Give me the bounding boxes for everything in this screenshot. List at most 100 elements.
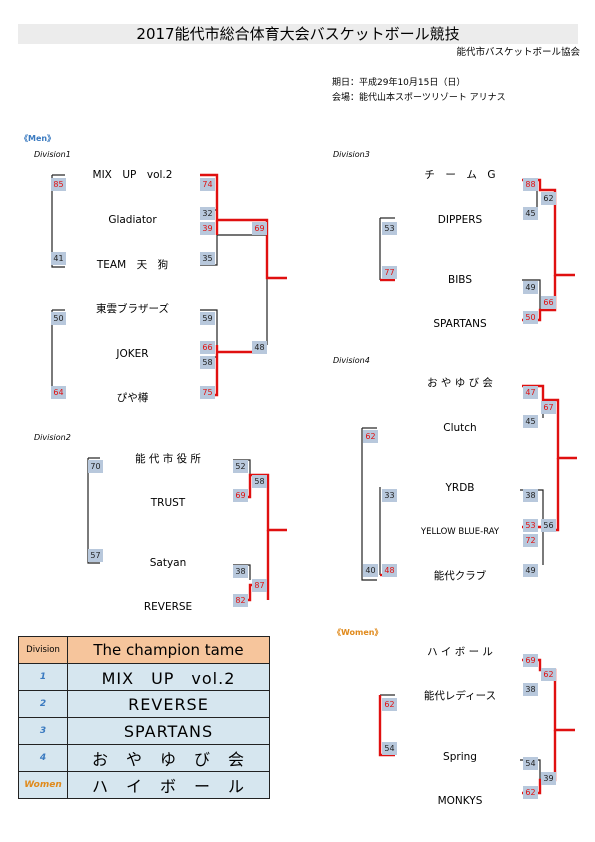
champion-table: Division The champion tame 1 MIX UP vol.…: [18, 636, 270, 799]
champion-team: お や ゆ び 会: [67, 744, 270, 772]
score-box: 64: [51, 386, 66, 399]
score-box: 62: [382, 698, 397, 711]
champion-row: Women ハ イ ボ ー ル: [18, 771, 270, 799]
champion-header-division: Division: [18, 636, 68, 664]
score-box: 53: [523, 519, 538, 532]
women-label: 《Women》: [333, 628, 383, 637]
score-box: 58: [200, 356, 215, 369]
team-name: 東雲ブラザーズ: [96, 303, 169, 315]
team-name: DIPPERS: [437, 214, 483, 226]
score-box: 57: [88, 549, 103, 562]
score-box: 70: [88, 460, 103, 473]
team-name: MONKYS: [437, 795, 483, 807]
score-box: 62: [541, 192, 556, 205]
score-box: 39: [541, 772, 556, 785]
team-name: 能 代 市 役 所: [135, 453, 201, 465]
score-box: 82: [233, 594, 248, 607]
score-box: 53: [382, 222, 397, 235]
team-name: YRDB: [445, 482, 475, 494]
score-box: 54: [523, 757, 538, 770]
team-name: REVERSE: [143, 601, 193, 613]
score-box: 45: [523, 207, 538, 220]
division2-label: Division2: [34, 433, 71, 442]
score-box: 39: [200, 222, 215, 235]
score-box: 62: [523, 786, 538, 799]
division4-label: Division4: [333, 356, 370, 365]
score-box: 38: [233, 565, 248, 578]
team-name: ハ イ ボ ー ル: [427, 646, 493, 658]
score-box: 50: [51, 312, 66, 325]
team-name: YELLOW BLUE-RAY: [420, 527, 500, 537]
score-box: 69: [523, 654, 538, 667]
champion-row: 2 REVERSE: [18, 690, 270, 718]
champion-row: 4 お や ゆ び 会: [18, 744, 270, 772]
champion-row: 1 MIX UP vol.2: [18, 663, 270, 691]
score-box: 75: [200, 386, 215, 399]
score-box: 62: [363, 430, 378, 443]
score-box: 85: [51, 178, 66, 191]
score-box: 38: [523, 683, 538, 696]
team-name: Spring: [443, 751, 477, 763]
division3-label: Division3: [333, 150, 370, 159]
team-name: SPARTANS: [433, 318, 487, 330]
score-box: 62: [541, 668, 556, 681]
score-box: 56: [541, 519, 556, 532]
score-box: 32: [200, 207, 215, 220]
score-box: 35: [200, 252, 215, 265]
organizer: 能代市バスケットボール協会: [456, 47, 580, 58]
champion-team: SPARTANS: [67, 717, 270, 745]
score-box: 69: [233, 489, 248, 502]
champion-row: 3 SPARTANS: [18, 717, 270, 745]
team-name: ぴや樽: [116, 392, 149, 404]
team-name: TEAM 天 狗: [96, 259, 169, 271]
score-box: 72: [523, 534, 538, 547]
score-box: 33: [382, 489, 397, 502]
team-name: Satyan: [149, 557, 187, 569]
score-box: 66: [200, 341, 215, 354]
team-name: 能代クラブ: [433, 570, 487, 582]
score-box: 87: [252, 579, 267, 592]
score-box: 41: [51, 252, 66, 265]
score-box: 45: [523, 415, 538, 428]
score-box: 47: [523, 386, 538, 399]
champion-team: REVERSE: [67, 690, 270, 718]
score-box: 77: [382, 266, 397, 279]
champion-division: 2: [18, 690, 68, 718]
team-name: チ ー ム G: [424, 169, 496, 181]
champion-division: 1: [18, 663, 68, 691]
score-box: 49: [523, 564, 538, 577]
team-name: 能代レディース: [423, 690, 497, 702]
division1-label: Division1: [34, 150, 71, 159]
team-name: BIBS: [448, 274, 472, 286]
score-box: 66: [541, 296, 556, 309]
team-name: JOKER: [116, 348, 149, 360]
score-box: 48: [252, 341, 267, 354]
team-name: Clutch: [443, 422, 477, 434]
score-box: 67: [541, 401, 556, 414]
score-box: 58: [252, 475, 267, 488]
score-box: 54: [382, 742, 397, 755]
event-date: 期日：平成29年10月15日（日）: [332, 78, 466, 88]
score-box: 88: [523, 178, 538, 191]
champion-header-title: The champion tame: [67, 636, 270, 664]
men-label: 《Men》: [20, 134, 56, 143]
score-box: 69: [252, 222, 267, 235]
score-box: 74: [200, 178, 215, 191]
score-box: 49: [523, 281, 538, 294]
champion-team: ハ イ ボ ー ル: [67, 771, 270, 799]
team-name: TRUST: [150, 497, 186, 509]
score-box: 59: [200, 312, 215, 325]
score-box: 52: [233, 460, 248, 473]
champion-division: 4: [18, 744, 68, 772]
team-name: MIX UP vol.2: [92, 169, 173, 181]
team-name: お や ゆ び 会: [427, 377, 493, 389]
score-box: 38: [523, 489, 538, 502]
team-name: Gladiator: [108, 214, 157, 226]
champion-division: Women: [18, 771, 68, 799]
score-box: 40: [363, 564, 378, 577]
score-box: 48: [382, 564, 397, 577]
champion-division: 3: [18, 717, 68, 745]
score-box: 50: [523, 311, 538, 324]
event-venue: 会場：能代山本スポーツリゾート アリナス: [332, 93, 506, 103]
